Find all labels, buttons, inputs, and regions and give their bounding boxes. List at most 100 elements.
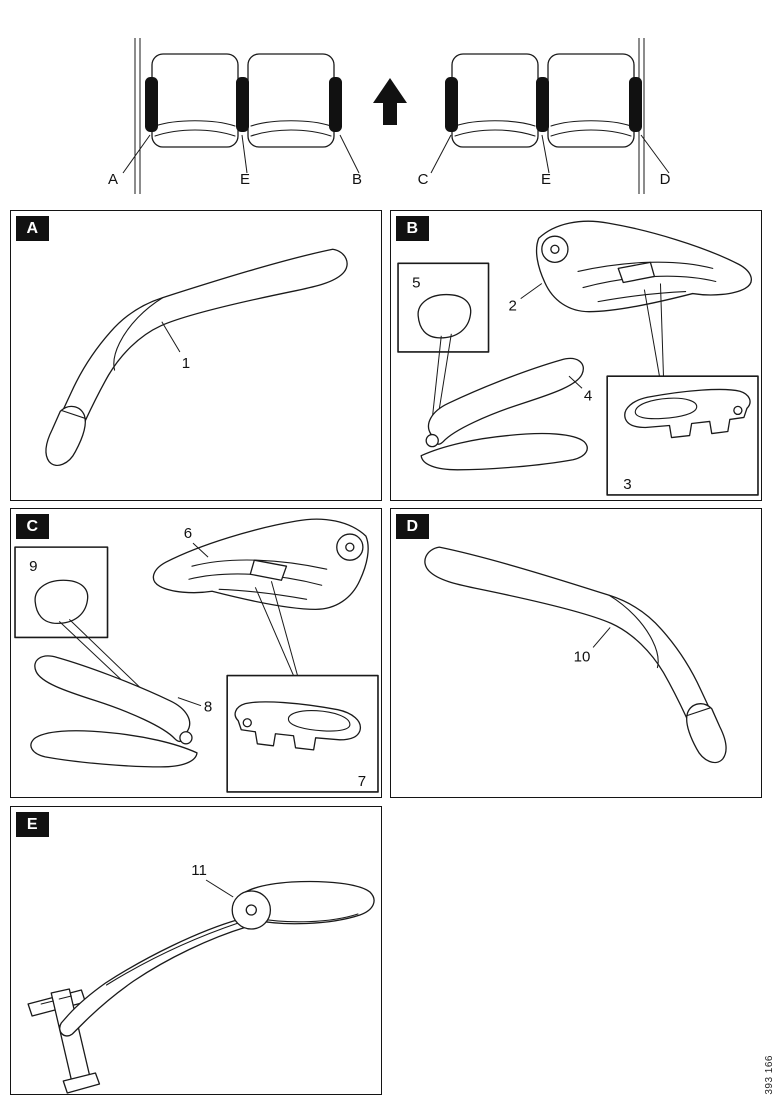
assembly-base-outline <box>30 730 198 768</box>
part-number-6: 6 <box>184 525 192 542</box>
armrest-mechanism-illustration <box>152 518 369 611</box>
panel-c: 6 9 8 <box>10 508 382 798</box>
seat-cushion-line <box>154 120 236 127</box>
part-number-11: 11 <box>191 862 207 879</box>
armrest-illustration <box>424 546 727 764</box>
cap-part-outline <box>34 579 89 625</box>
position-labels: A E B C E D <box>108 134 671 188</box>
panel-e-label: E <box>16 812 49 837</box>
seat-cushion-line <box>454 120 536 127</box>
leader-line <box>270 581 299 676</box>
bracket-inner-line <box>287 710 351 732</box>
armrest-marker-a <box>145 77 158 132</box>
part-number-2: 2 <box>508 298 516 315</box>
armrest-arm-illustration <box>59 918 247 1037</box>
pivot-hole <box>550 244 560 254</box>
part-number-3: 3 <box>623 476 631 493</box>
leader-line <box>643 289 660 377</box>
leader-line <box>192 542 209 558</box>
seat <box>151 53 239 148</box>
seat-cushion-line <box>154 129 236 137</box>
mechanism-latch-plate <box>249 559 288 581</box>
position-label-e-left: E <box>240 171 250 188</box>
part-number-4: 4 <box>584 387 592 404</box>
leader-line <box>205 879 234 898</box>
seat-cushion-line <box>550 120 632 127</box>
seat-cushion-line <box>550 129 632 137</box>
seat <box>547 53 635 148</box>
cap-part-outline <box>417 293 472 339</box>
part-number-10: 10 <box>574 649 591 666</box>
part-number-7: 7 <box>358 773 366 790</box>
bracket-part <box>234 701 362 751</box>
foot-cap-seam <box>60 409 86 419</box>
armrest-marker-e-right <box>536 77 549 132</box>
panel-a-label: A <box>16 216 49 241</box>
bracket-inner-line <box>634 397 698 420</box>
seat <box>451 53 539 148</box>
pivot-illustration <box>231 890 272 930</box>
leader-line <box>339 134 360 174</box>
assembly-pad-outline <box>427 357 584 445</box>
pivot-hole <box>245 904 257 916</box>
bracket-part-outline <box>624 388 751 439</box>
armrest-assembly-illustration <box>420 357 588 471</box>
inset-detail-5: 5 <box>397 262 490 353</box>
arm-contour-line <box>105 922 239 986</box>
leader-line <box>541 134 550 174</box>
bracket-slot <box>58 995 72 1000</box>
panel-a: 1 A <box>10 210 382 501</box>
part-number-9: 9 <box>29 558 37 575</box>
position-label-b: B <box>352 171 362 188</box>
leader-line <box>430 134 452 174</box>
inset-detail-9: 9 <box>14 546 109 639</box>
armrest-marker-c <box>445 77 458 132</box>
leader-line <box>568 375 583 389</box>
armrest-illustration <box>45 248 348 466</box>
assembly-cap-socket <box>425 433 439 448</box>
seat-layout-overview: A E B C E D <box>108 38 671 194</box>
part-number-8: 8 <box>204 699 212 716</box>
assembly-pad-outline <box>34 655 191 743</box>
position-label-c: C <box>418 171 429 188</box>
part-number-1: 1 <box>182 355 190 372</box>
leader-line <box>640 134 670 174</box>
armrest-foot-cap <box>45 405 86 466</box>
armrest-pad-seam <box>608 594 659 669</box>
bracket-foot <box>62 1072 101 1094</box>
leader-line <box>520 283 543 300</box>
arm-outline <box>59 918 247 1037</box>
leader-line <box>177 697 202 707</box>
assembly-base-outline <box>420 432 588 471</box>
bracket-part-outline <box>234 701 362 751</box>
inset-detail-7: 7 <box>226 674 379 793</box>
panel-d-label: D <box>396 514 429 539</box>
panel-c-label: C <box>16 514 49 539</box>
assembly-cap-socket <box>179 731 193 745</box>
armrest-marker-e-left <box>236 77 249 132</box>
seat-cushion-line <box>454 129 536 137</box>
armrest-marker-d <box>629 77 642 132</box>
leader-line <box>592 627 611 648</box>
mechanism-latch-plate <box>617 261 656 284</box>
seat <box>247 53 335 148</box>
panel-e-illustration: 11 <box>27 862 375 1094</box>
panel-e: 11 E <box>10 806 382 1095</box>
leader-line <box>254 587 294 676</box>
leader-line <box>122 134 151 174</box>
panel-a-illustration: 1 <box>45 248 348 466</box>
panel-d: 10 D <box>390 508 762 798</box>
bracket-slot <box>40 1000 54 1005</box>
panel-b: 2 5 4 3 <box>390 210 762 501</box>
figure-number: 393 166 <box>764 1055 775 1095</box>
bracket-hole <box>242 718 252 728</box>
armrest-pad-seam <box>113 297 164 371</box>
leader-line <box>161 321 181 353</box>
bracket-hole <box>733 405 743 416</box>
panel-d-illustration: 10 <box>424 546 727 764</box>
position-label-e-right: E <box>541 171 551 188</box>
position-label-a: A <box>108 171 118 188</box>
armrest-assembly-illustration <box>30 655 198 768</box>
leader-line <box>659 283 664 377</box>
